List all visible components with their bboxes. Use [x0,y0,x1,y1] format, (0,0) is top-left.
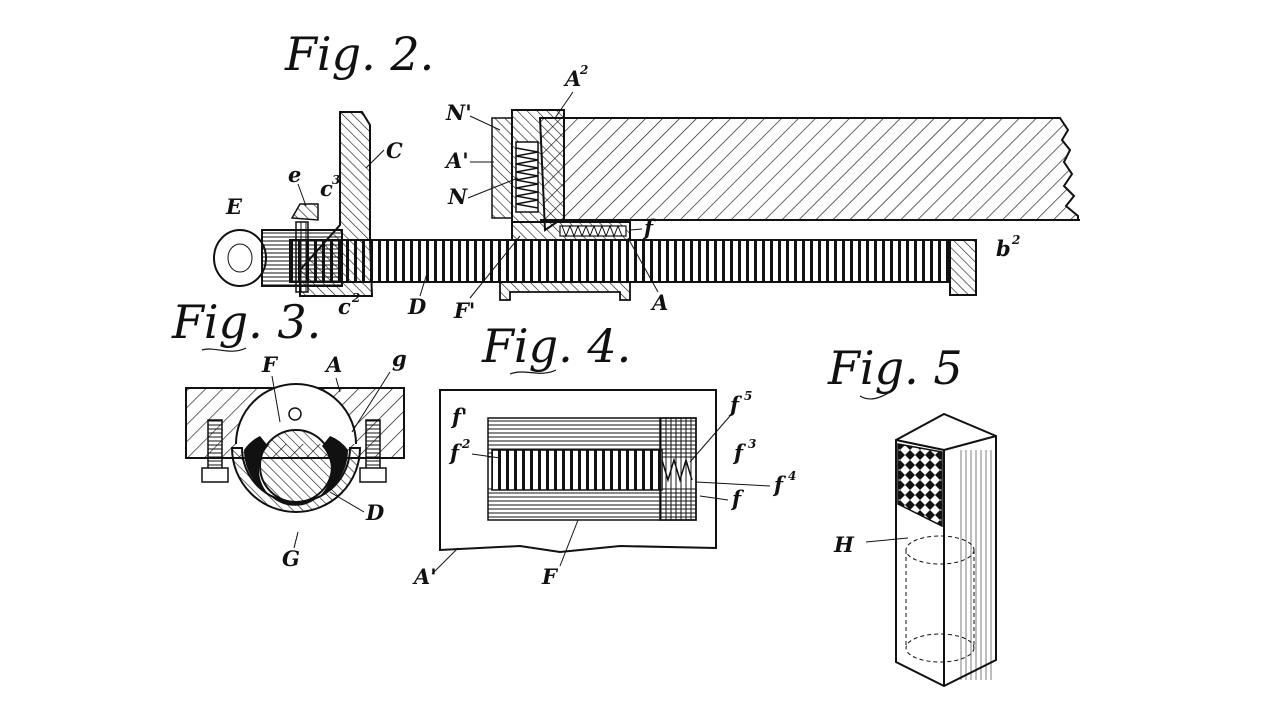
band-F [244,436,348,506]
label-A: A [650,290,668,315]
spring-N [515,141,539,213]
label-A2-sup: 2 [579,63,588,77]
fig4-label-f4-sup: 4 [788,469,796,483]
fig2-title: Fig. 2. [284,27,434,81]
fig4-label-f4: f [772,472,787,497]
fig3-label-A: A [324,352,342,377]
label-C: C [386,138,403,163]
label-b2-sup: 2 [1011,233,1020,247]
label-c3-sup: 3 [332,173,340,187]
screw-section-D [259,429,333,503]
fig5-label-H: H [833,532,855,557]
fig4-label-f3: f [732,440,747,465]
end-nut [949,239,977,296]
fig3-label-G: G [282,546,300,571]
figure-3: Fig. 3. F A g D G [171,295,407,571]
screw-bar [289,239,951,283]
fig4-label-A1: A' [412,564,437,589]
bench-board [538,117,1079,232]
threaded-rod [491,449,663,491]
figure-2: Fig. 2. A 2 [213,27,1080,323]
fig4-title: Fig. 4. [481,319,631,373]
fig3-title: Fig. 3. [171,295,321,349]
label-E: E [225,194,243,219]
fig4-label-f3-sup: 3 [748,437,756,451]
fig5-title: Fig. 5 [827,341,963,395]
label-A2: A [563,66,581,91]
figure-5: Fig. 5 H [827,341,997,688]
label-b2: b [996,236,1011,261]
fig4-label-f5-sup: 5 [744,389,752,403]
fig4-label-F: F [541,564,559,589]
fig3-label-F: F [261,352,279,377]
figure-4: Fig. 4. f' f 2 f 5 f 3 f 4 f A' F [412,319,796,589]
label-N: N [447,184,468,209]
label-A1: A' [444,148,469,173]
fig4-label-f1: f' [450,404,467,429]
fig4-label-f: f [730,486,745,511]
handle-E [213,203,343,293]
label-N1: N' [445,100,472,125]
fig4-label-f5: f [728,392,743,417]
fig3-label-g: g [392,346,407,371]
fig3-label-D: D [365,500,385,525]
ring-G [230,447,362,513]
fig4-label-f2-sup: 2 [461,437,470,451]
label-c2-sup: 2 [351,291,360,305]
label-c2: c [338,294,351,319]
label-c3: c [320,176,333,201]
label-F1: F' [453,298,475,323]
label-D: D [407,294,427,319]
label-e: e [288,162,301,187]
